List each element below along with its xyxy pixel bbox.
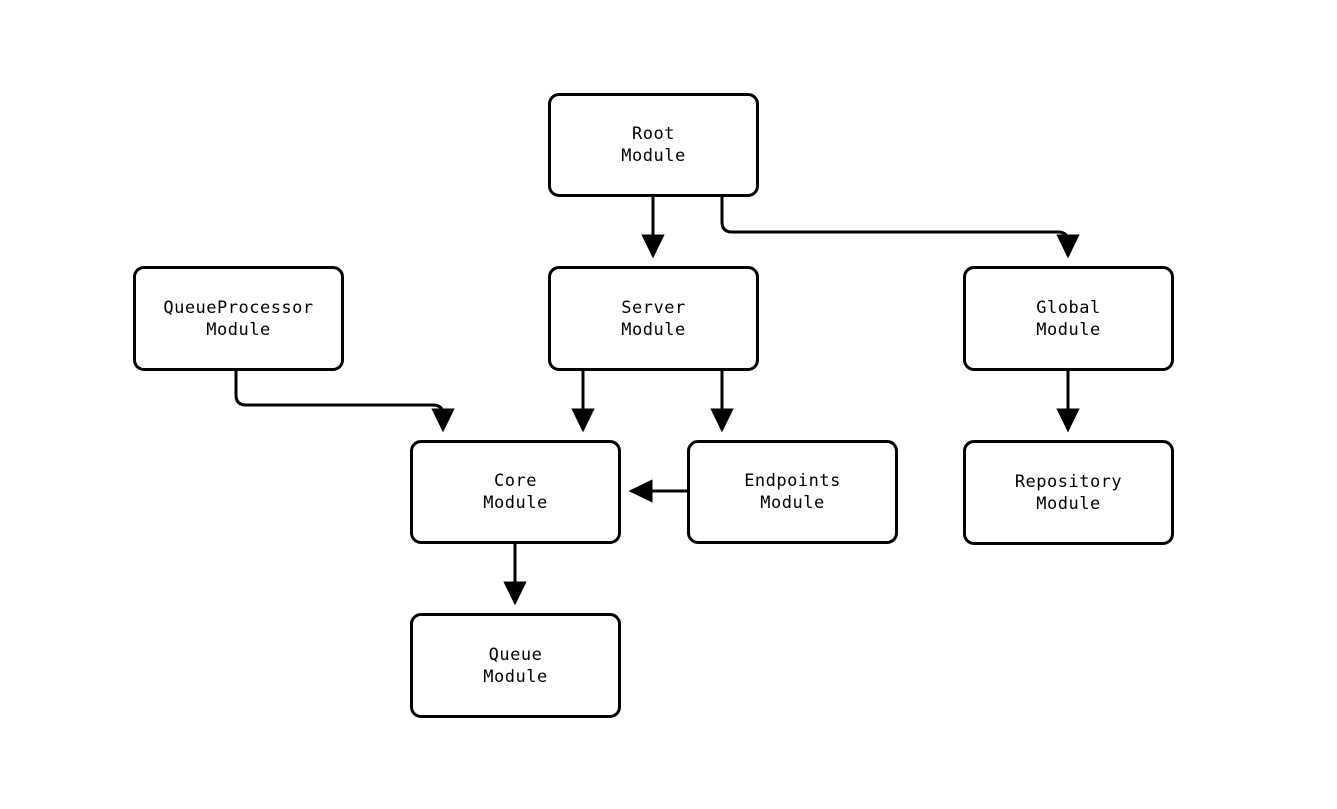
node-core-module[interactable]: Core Module [410, 440, 621, 544]
node-queueprocessor-module[interactable]: QueueProcessor Module [133, 266, 344, 371]
node-title: QueueProcessor [163, 297, 314, 318]
node-subtitle: Module [483, 666, 548, 687]
node-subtitle: Module [1036, 493, 1101, 514]
node-subtitle: Module [483, 493, 548, 513]
node-subtitle: Module [1036, 319, 1101, 340]
node-repository-module[interactable]: Repository Module [963, 440, 1174, 545]
node-title: Queue [488, 644, 543, 665]
node-title: Core [494, 471, 537, 491]
node-title: Global [1036, 297, 1101, 318]
node-title: Server [621, 297, 686, 318]
node-global-module[interactable]: Global Module [963, 266, 1174, 371]
node-queue-module[interactable]: Queue Module [410, 613, 621, 718]
edge-queueprocessor-to-core [234, 371, 455, 433]
node-subtitle: Module [621, 146, 686, 166]
edge-root-to-global [720, 197, 1080, 259]
node-title: Root [632, 124, 675, 144]
node-subtitle: Module [206, 319, 271, 340]
node-subtitle: Module [760, 493, 825, 513]
node-title: Endpoints [744, 471, 841, 491]
node-root-module[interactable]: Root Module [548, 93, 759, 197]
node-server-module[interactable]: Server Module [548, 266, 759, 371]
node-subtitle: Module [621, 319, 686, 340]
node-title: Repository [1014, 471, 1123, 492]
node-endpoints-module[interactable]: Endpoints Module [687, 440, 898, 544]
